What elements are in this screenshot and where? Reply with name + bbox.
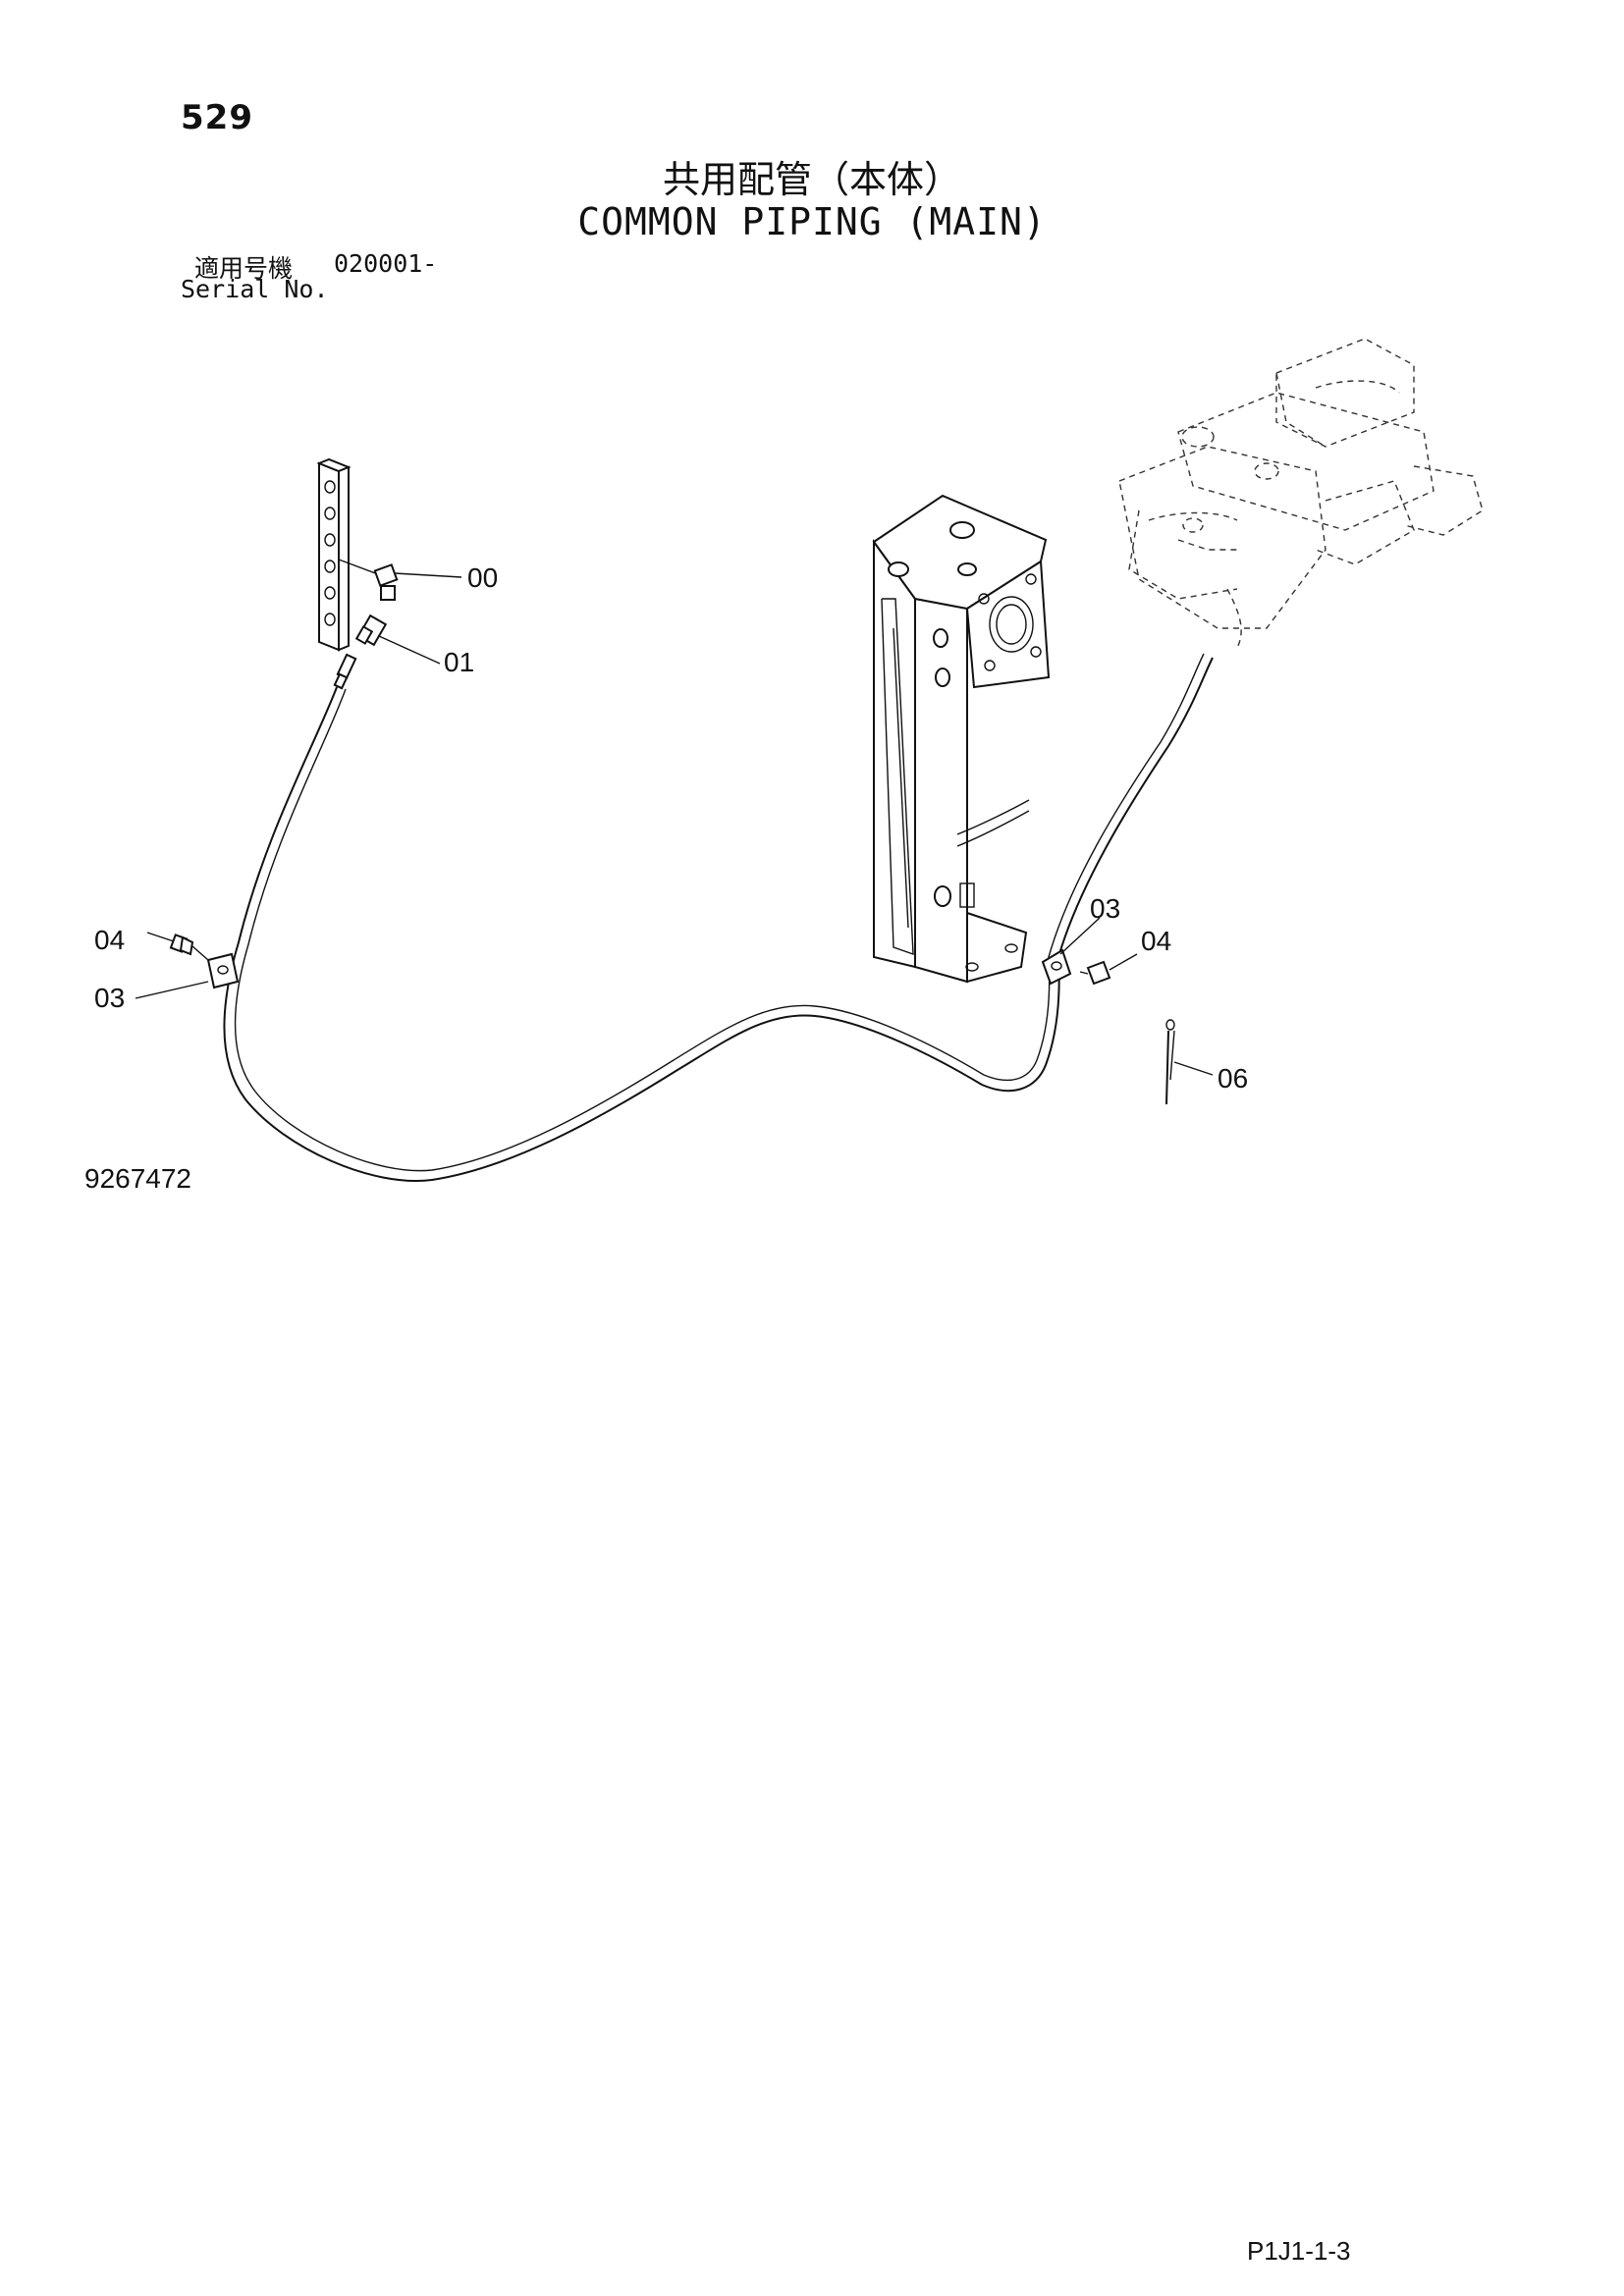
elbow-fitting-00 (338, 559, 462, 601)
serial-label-japanese: 適用号機 (194, 254, 294, 283)
callout-04-right: 04 (1141, 926, 1171, 956)
page-title-japanese: 共用配管（本体） (662, 158, 961, 201)
page-number: 529 (181, 98, 253, 137)
column-bracket (872, 494, 1051, 984)
callout-06: 06 (1218, 1063, 1248, 1094)
clamp-03-right (1041, 948, 1072, 986)
leader-lines (135, 917, 1101, 999)
hose-end-fitting (333, 653, 357, 690)
bolt-04-left (146, 932, 209, 961)
clamp-03-left (206, 952, 240, 989)
bolt-04-right (1079, 953, 1138, 986)
callout-04-left: 04 (94, 925, 125, 955)
callout-00: 00 (467, 562, 498, 593)
footer-code: P1J1-1-3 (1247, 2236, 1351, 2266)
engine-phantom (1118, 338, 1484, 649)
serial-label-english: Serial No. (181, 275, 329, 303)
figure-number: 9267472 (84, 1163, 192, 1194)
callout-03-right: 03 (1090, 893, 1120, 924)
page-title-english: COMMON PIPING (MAIN) (577, 200, 1047, 243)
callout-01: 01 (444, 647, 474, 677)
mounting-plate (316, 457, 352, 652)
callout-03-left: 03 (94, 983, 125, 1013)
serial-value: 020001- (334, 249, 438, 278)
adapter-fitting-01 (354, 614, 441, 665)
cable-tie-06 (1165, 1019, 1214, 1105)
main-hose (223, 653, 1214, 1182)
